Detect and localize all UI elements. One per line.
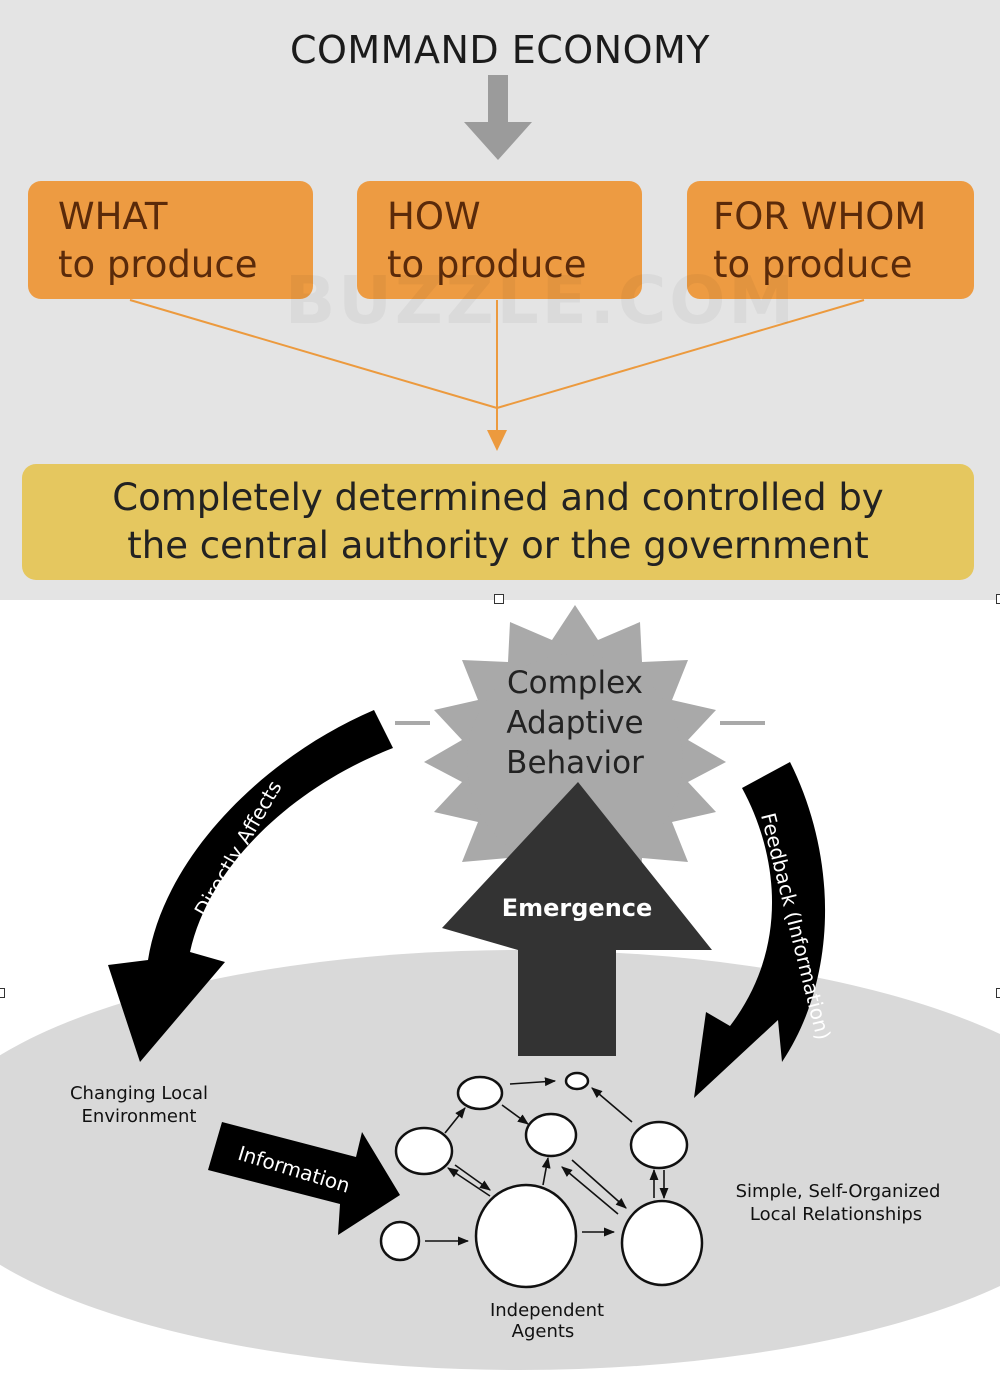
changing-environment-line-1: Changing Local	[70, 1083, 208, 1104]
watermark: BUZZLE.COM	[285, 262, 797, 339]
what-sub-label: to produce	[58, 243, 258, 286]
what-label: WHAT	[58, 195, 168, 238]
connector-line-what	[129, 299, 498, 409]
fractal-icon	[395, 605, 765, 918]
connector-arrowhead	[487, 430, 507, 451]
connector-line-for-whom	[496, 299, 865, 409]
how-label: HOW	[387, 195, 481, 238]
top-label: Complex Adaptive Behavior	[506, 665, 644, 781]
how-box: HOW to produce	[357, 181, 642, 299]
agents-label: Independent Agents	[490, 1300, 604, 1342]
agent-node	[629, 1120, 689, 1170]
how-sub-label: to produce	[387, 243, 587, 286]
diagram-title: COMMAND ECONOMY	[289, 28, 711, 72]
selection-handle-right[interactable]	[996, 988, 1000, 998]
down-arrow	[464, 75, 532, 160]
agent-node	[456, 1075, 504, 1111]
relationships-line-1: Simple, Self-Organized	[736, 1181, 941, 1202]
agents-line-1: Independent	[490, 1300, 604, 1321]
directly-affects-arrow	[108, 710, 393, 1062]
selection-handle-top-right[interactable]	[996, 594, 1000, 604]
emergence-label: Emergence	[502, 894, 653, 922]
agent-node	[524, 1112, 578, 1158]
for-whom-label: FOR WHOM	[713, 195, 927, 238]
result-box: Completely determined and controlled by …	[22, 464, 974, 580]
result-line-2: the central authority or the government	[127, 524, 869, 567]
changing-environment-line-2: Environment	[82, 1106, 197, 1127]
relationships-line-2: Local Relationships	[750, 1204, 922, 1225]
environment-ellipse	[0, 950, 1000, 1370]
top-connectors	[129, 75, 865, 451]
top-label-line-2: Adaptive	[506, 705, 643, 741]
agent-node	[379, 1220, 421, 1262]
result-line-1: Completely determined and controlled by	[112, 476, 884, 519]
agent-node	[564, 1071, 590, 1091]
agents-line-2: Agents	[512, 1321, 575, 1342]
top-label-line-3: Behavior	[506, 745, 644, 781]
information-arrow	[208, 1122, 400, 1235]
for-whom-sub-label: to produce	[713, 243, 913, 286]
for-whom-box: FOR WHOM to produce	[687, 181, 974, 299]
agent-nodes	[379, 1071, 704, 1289]
agent-node	[394, 1126, 454, 1176]
top-label-line-1: Complex	[507, 665, 643, 701]
selection-handle-top[interactable]	[494, 594, 504, 604]
emergence-arrow	[442, 782, 712, 1056]
relationships-label: Simple, Self-Organized Local Relationshi…	[736, 1181, 941, 1225]
command-economy-panel: COMMAND ECONOMY WHAT to produce HOW to p…	[0, 0, 1000, 600]
selection-handle-left[interactable]	[0, 988, 5, 998]
changing-environment-label: Changing Local Environment	[70, 1083, 208, 1127]
agent-network-edges	[425, 1077, 669, 1246]
agent-node	[474, 1183, 578, 1289]
agent-node	[620, 1199, 704, 1287]
complex-adaptive-diagram: Complex Adaptive Behavior Emergence Dire…	[0, 605, 1000, 1370]
what-box: WHAT to produce	[28, 181, 313, 299]
feedback-arrow	[694, 762, 826, 1098]
